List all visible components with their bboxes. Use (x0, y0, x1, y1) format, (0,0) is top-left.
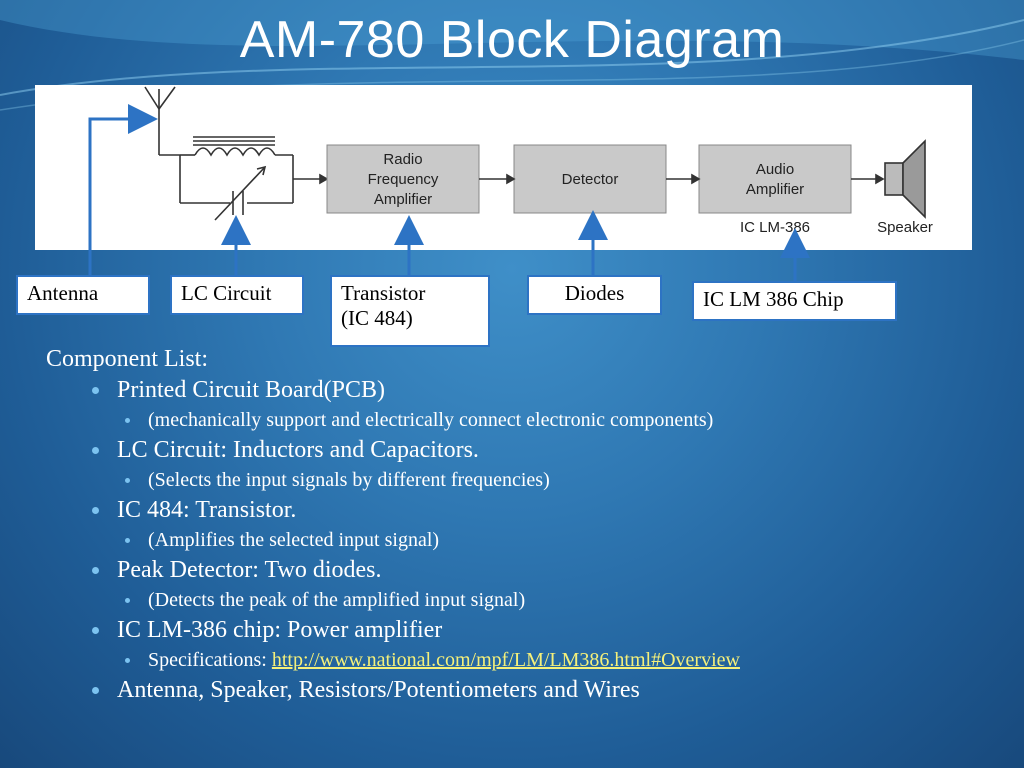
list-item: IC LM-386 chip: Power amplifier (46, 615, 996, 645)
rf-amplifier-block (326, 144, 480, 214)
specifications-link[interactable]: http://www.national.com/mpf/LM/LM386.htm… (271, 649, 740, 671)
bullet-icon (92, 627, 99, 634)
list-item-text: Printed Circuit Board(PCB) (117, 377, 385, 403)
bullet-icon (125, 658, 130, 663)
list-item-text: LC Circuit: Inductors and Capacitors. (117, 437, 479, 463)
list-subitem: Specifications: http://www.national.com/… (46, 645, 996, 675)
list-subitem: (Selects the input signals by different … (46, 465, 996, 495)
list-subitem-text: (Detects the peak of the amplified input… (148, 589, 526, 611)
antenna-callout: Antenna (16, 275, 150, 315)
bullet-icon (125, 598, 130, 603)
transistor-callout: Transistor (IC 484) (330, 275, 490, 347)
component-list: Component List: Printed Circuit Board(PC… (46, 346, 996, 705)
list-subitem: (Amplifies the selected input signal) (46, 525, 996, 555)
bullet-icon (125, 418, 130, 423)
list-item: LC Circuit: Inductors and Capacitors. (46, 435, 996, 465)
list-item: Printed Circuit Board(PCB) (46, 375, 996, 405)
bullet-icon (92, 447, 99, 454)
detector-label: Detector (562, 171, 619, 188)
diodes-callout: Diodes (527, 275, 662, 315)
bullet-icon (92, 387, 99, 394)
lc-circuit-callout: LC Circuit (170, 275, 304, 315)
bullet-icon (92, 567, 99, 574)
list-item-text: IC 484: Transistor. (117, 497, 297, 523)
audio-amplifier-block (698, 144, 852, 214)
list-subitem: (Detects the peak of the amplified input… (46, 585, 996, 615)
antenna-arrow (88, 104, 158, 275)
list-item-text: IC LM-386 chip: Power amplifier (117, 617, 443, 643)
component-list-heading: Component List: (46, 346, 208, 372)
speaker-icon (884, 139, 926, 219)
bullet-icon (125, 478, 130, 483)
speaker-caption: Speaker (877, 219, 933, 236)
bullet-icon (92, 687, 99, 694)
antenna-icon (144, 86, 180, 156)
list-item: Antenna, Speaker, Resistors/Potentiomete… (46, 675, 996, 705)
slide-title: AM-780 Block Diagram (239, 11, 785, 69)
bullet-icon (92, 507, 99, 514)
list-subitem-text: (mechanically support and electrically c… (148, 409, 714, 431)
lc-circuit-icon (179, 136, 329, 221)
list-item: IC 484: Transistor. (46, 495, 996, 525)
list-subitem-text: (Amplifies the selected input signal) (148, 529, 440, 551)
specifications-label: Specifications: (148, 649, 272, 671)
block-connectors (479, 173, 885, 185)
list-item: Peak Detector: Two diodes. (46, 555, 996, 585)
list-subitem-text: (Selects the input signals by different … (148, 469, 550, 491)
bullet-icon (125, 538, 130, 543)
list-subitem: (mechanically support and electrically c… (46, 405, 996, 435)
list-item-text: Antenna, Speaker, Resistors/Potentiomete… (117, 677, 640, 703)
ic-chip-callout: IC LM 386 Chip (692, 281, 897, 321)
list-item-text: Peak Detector: Two diodes. (117, 557, 382, 583)
